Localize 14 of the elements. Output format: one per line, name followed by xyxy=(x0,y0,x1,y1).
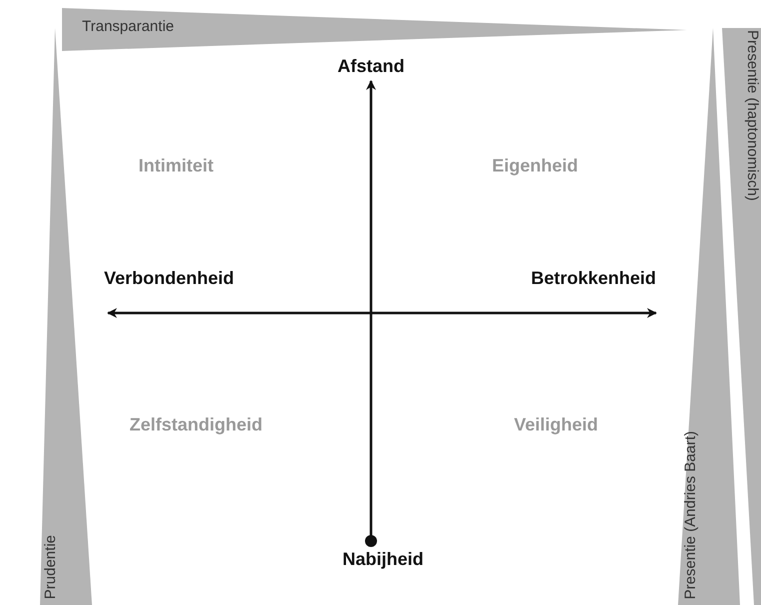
band-label: Transparantie xyxy=(82,18,174,35)
axis-label: Verbondenheid xyxy=(104,268,234,288)
band-label: Presentie (Andries Baart) xyxy=(682,430,699,599)
arrow xyxy=(365,80,377,547)
quadrant-label: Veiligheid xyxy=(514,414,598,436)
band-label: Presentie (haptonomisch) xyxy=(744,30,761,201)
band-label: Prudentie xyxy=(42,534,59,599)
arrow xyxy=(107,308,657,318)
axis-label: Nabijheid xyxy=(342,549,424,569)
axis-label: Betrokkenheid xyxy=(531,268,656,288)
quadrant-label: Zelfstandigheid xyxy=(130,414,262,436)
quadrant-label: Eigenheid xyxy=(492,156,578,176)
axis-label: Afstand xyxy=(338,56,404,76)
quadrant-label: Intimiteit xyxy=(138,156,214,176)
